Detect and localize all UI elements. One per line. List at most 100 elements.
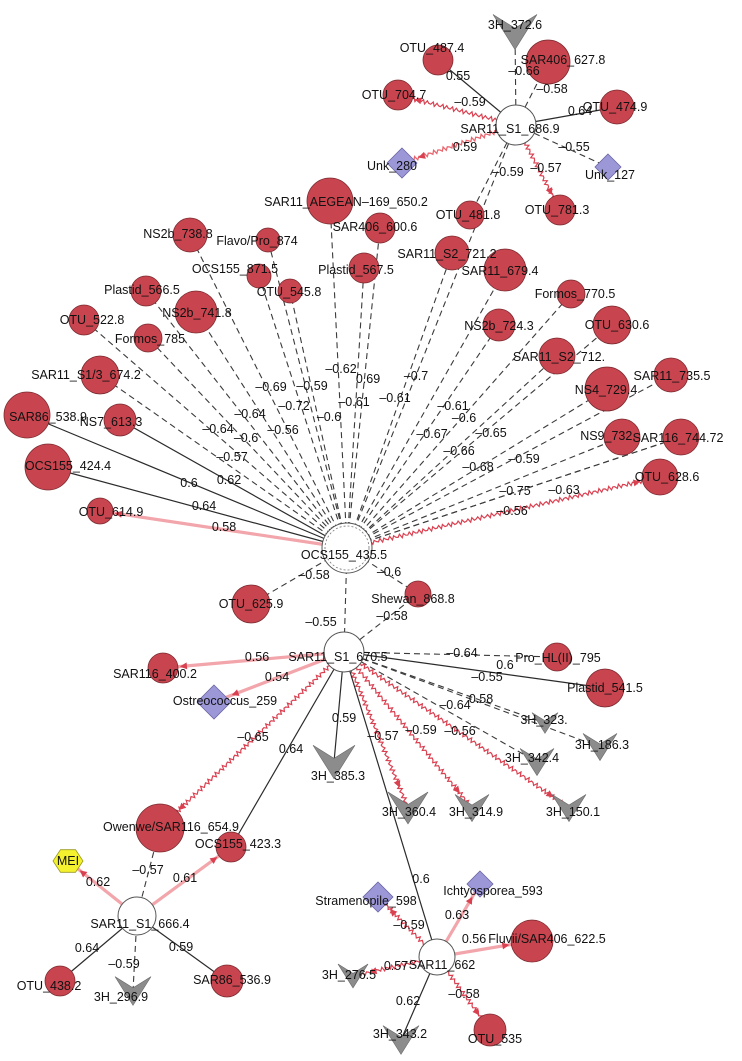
node-sar86-536-9[interactable]	[210, 964, 244, 998]
edge-weight-label: –0.57	[132, 863, 163, 877]
node-label: NS4_729.4	[575, 383, 638, 397]
node-otu-625-9[interactable]	[231, 584, 271, 624]
node-ns2b-741-8[interactable]	[174, 290, 218, 334]
edge-hub2-to-n-735	[346, 374, 672, 549]
nodes-layer	[3, 14, 700, 1055]
node-ocs155-871-5[interactable]	[246, 263, 272, 289]
node-sar11-735-5[interactable]	[653, 357, 689, 393]
node-3h-360-4[interactable]	[387, 791, 429, 825]
node-sar11-aegean-169-650-2[interactable]	[306, 177, 354, 225]
node-owenwe-sar116-654-9[interactable]	[135, 803, 185, 853]
edge-weight-label: 0.69	[356, 372, 380, 386]
arrow-n-sar116-400	[179, 662, 188, 670]
node-3h-150-1[interactable]	[551, 794, 587, 823]
node-otu-704-7[interactable]	[382, 79, 414, 111]
arrow-n-3h314	[452, 785, 460, 794]
edge-weight-label: –0.6	[452, 411, 476, 425]
node-otu-474-9[interactable]	[599, 89, 635, 125]
node-unk-127[interactable]	[594, 153, 622, 181]
node-plastid-567-5[interactable]	[348, 252, 380, 284]
node-3h-323[interactable]	[531, 712, 559, 734]
edge-weight-label: –0.58	[298, 568, 329, 582]
arrow-n-3h150	[545, 790, 554, 798]
edge-weight-label: 0.6	[180, 476, 197, 490]
edge-weight-label: 0.58	[212, 520, 236, 534]
node-sar116-744-72[interactable]	[662, 418, 700, 456]
node-formos-770-5[interactable]	[556, 279, 586, 309]
node-otu-630-6[interactable]	[592, 305, 632, 345]
node-otu-522-8[interactable]	[68, 304, 100, 336]
node-sar11-679-4[interactable]	[483, 248, 527, 292]
node-3h-385-3[interactable]	[312, 744, 356, 780]
node-label: 3H_150.1	[546, 805, 600, 819]
node-sar11-s1-666-4[interactable]	[117, 896, 157, 936]
node-unk-280[interactable]	[386, 147, 418, 179]
node-sar11-s1-3-674-2[interactable]	[80, 355, 120, 395]
node-otu-438-2[interactable]	[44, 965, 76, 997]
node-sar11-s2-712[interactable]	[538, 337, 576, 375]
node-otu-628-6[interactable]	[641, 458, 679, 496]
node-label: Flavo/Pro_874	[216, 234, 297, 248]
node-otu-614-9[interactable]	[86, 497, 114, 525]
node-sar11-s1-686-9[interactable]	[495, 104, 537, 146]
node-ocs155-424-4[interactable]	[24, 443, 72, 491]
edge-weight-label: 0.57	[384, 959, 408, 973]
edge-weight-label: –0.56	[267, 423, 298, 437]
node-sar116-400-2[interactable]	[147, 652, 179, 684]
node-ns2b-738-8[interactable]	[172, 217, 208, 253]
node-3h-372-6[interactable]	[492, 14, 538, 51]
node-shewan-868-8[interactable]	[404, 580, 432, 608]
node-3h-314-9[interactable]	[454, 794, 490, 823]
edge-weight-label: –0.58	[536, 82, 567, 96]
node-fluvii-sar406-622-5[interactable]	[510, 919, 554, 963]
node-sar11-s2-721-2[interactable]	[434, 235, 470, 271]
node-otu-487-4[interactable]	[422, 44, 454, 76]
node-ns7-613-3[interactable]	[103, 403, 137, 437]
node-label: 3H_372.6	[488, 18, 542, 32]
node-label: Fluvii/SAR406_622.5	[488, 932, 605, 946]
node-otu-481-8[interactable]	[455, 200, 485, 230]
node-sar86-538-9[interactable]	[3, 391, 51, 439]
node-formos-785[interactable]	[133, 323, 163, 353]
node-otu-781-3[interactable]	[544, 194, 576, 226]
edge-hub2-to-n-plastid567	[346, 267, 365, 549]
node-label: NS9_732.	[580, 429, 636, 443]
node-label: 3H_276.5	[322, 968, 376, 982]
node-3h-342-4[interactable]	[519, 748, 555, 777]
node-3h-186-3[interactable]	[582, 733, 618, 762]
node-ns2b-724-3[interactable]	[482, 308, 516, 342]
node-otu-545-8[interactable]	[277, 278, 303, 304]
node-label: SAR116_400.2	[113, 667, 197, 681]
node-sar11-s1-670-5[interactable]	[323, 631, 365, 673]
node-plastid-541-5[interactable]	[585, 668, 625, 708]
edge-weight-label: –0.59	[492, 165, 523, 179]
node-ocs155-435-5[interactable]	[321, 522, 373, 574]
node-plastid-566-5[interactable]	[130, 275, 162, 307]
node-ichtyosporea-593[interactable]	[466, 870, 494, 898]
node-ocs155-423-3[interactable]	[215, 831, 247, 863]
edge-weight-label: –0.64	[234, 407, 265, 421]
arrow-n-ocs423	[209, 857, 218, 865]
edge-weight-label: –0.61	[437, 399, 468, 413]
node-ostreococcus-259[interactable]	[196, 684, 232, 720]
node-label: 3H_323.	[520, 713, 567, 727]
node-3h-343-2[interactable]	[382, 1025, 420, 1055]
node-sar406-627-8[interactable]	[525, 39, 571, 85]
node-otu-535[interactable]	[473, 1013, 507, 1047]
node-stramenopile-598[interactable]	[362, 881, 394, 913]
node-flavo-pro-874[interactable]	[255, 227, 281, 253]
node-label: Shewan_868.8	[371, 592, 454, 606]
node-3h-296-9[interactable]	[114, 976, 152, 1006]
node-mei[interactable]	[52, 849, 84, 873]
node-sar406-600-6[interactable]	[364, 212, 396, 244]
edge-weight-label: –0.55	[305, 615, 336, 629]
node-ns9-732[interactable]	[603, 418, 641, 456]
edge-hub3-to-n-owenwe	[160, 651, 345, 829]
edge-weight-label: 0.64	[192, 499, 216, 513]
node-pro-hl-ii-795[interactable]	[542, 642, 572, 672]
node-3h-276-5[interactable]	[337, 963, 369, 989]
edge-weight-label: –0.57	[216, 450, 247, 464]
node-sar11-662[interactable]	[418, 938, 456, 976]
node-ns4-729-4[interactable]	[584, 366, 630, 412]
